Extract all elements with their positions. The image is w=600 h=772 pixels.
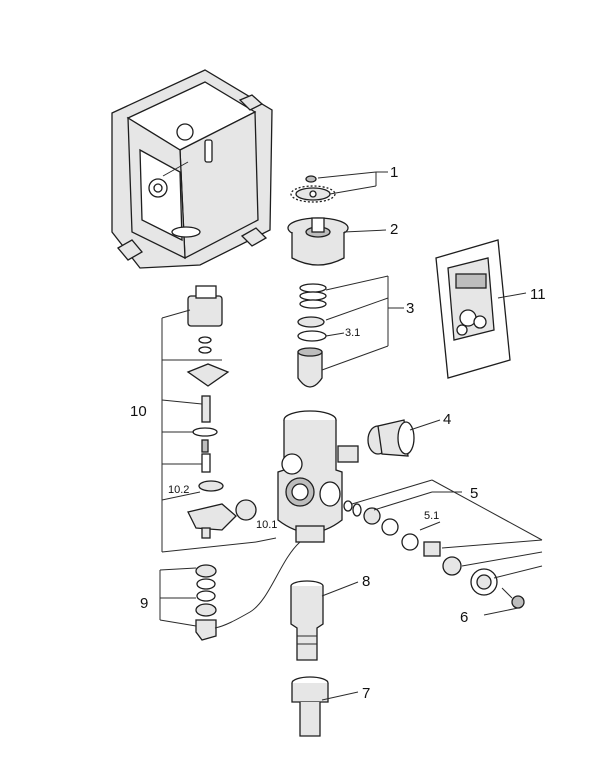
callout-10: 10 [130,403,147,420]
part-6-screw [501,587,525,609]
callout-2: 2 [390,221,398,238]
callout-1: 1 [390,164,398,181]
callout-3-1: 3.1 [345,327,360,339]
part-4-union-fitting [367,419,415,457]
callout-3: 3 [406,300,414,317]
installation-box [111,69,273,269]
callout-8: 8 [362,573,370,590]
callout-5: 5 [470,485,478,502]
part-2-cap [287,217,349,266]
callout-5-1: 5.1 [424,510,439,522]
part-1-nut-and-washer [290,175,336,203]
connecting-tube [214,541,301,629]
callout-4: 4 [443,411,451,428]
part-9-fittings [195,564,217,641]
part-8-extension [290,580,324,661]
part-3-valve-insert [297,283,327,388]
callout-7: 7 [362,685,370,702]
valve-body [277,410,359,543]
callout-10-2: 10.2 [168,484,189,496]
part-7-nut-tailpiece [291,676,329,737]
callout-6: 6 [460,609,468,626]
callout-9: 9 [140,595,148,612]
part-5-check-assembly [343,500,498,596]
leader-lines [159,171,543,701]
callout-11: 11 [530,286,546,303]
part-10-solenoid-kit [186,285,257,539]
part-11-service-kit-bag [435,239,511,379]
callout-10-1: 10.1 [256,519,277,531]
